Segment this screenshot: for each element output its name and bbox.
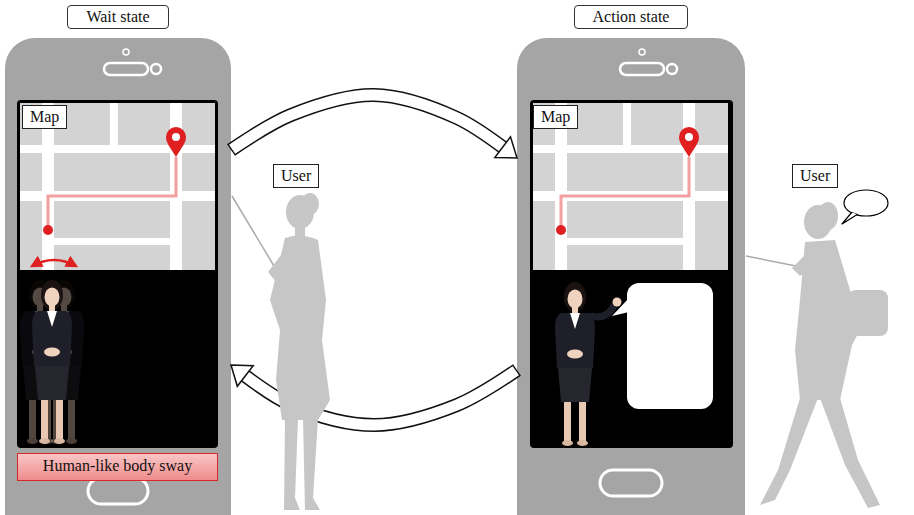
arrow-band-fill bbox=[231, 95, 517, 158]
status-banner: Human-like body sway bbox=[17, 453, 218, 481]
state-transition-arrow bbox=[231, 95, 517, 158]
arrow-band bbox=[231, 95, 517, 158]
phone-wait-state: Wait stateMapHuman-like body sway bbox=[5, 5, 231, 515]
label-text: Map bbox=[541, 108, 570, 125]
arrow-band-fill bbox=[231, 365, 517, 425]
label-text: User bbox=[800, 167, 830, 184]
arrow-head bbox=[231, 365, 253, 386]
arrow-band bbox=[231, 365, 517, 425]
user-label: User bbox=[792, 164, 838, 188]
map-label: Map bbox=[533, 105, 578, 129]
label-text: Human-like body sway bbox=[43, 457, 192, 474]
state-transition-arrow bbox=[231, 365, 517, 425]
map-label: Map bbox=[22, 105, 67, 129]
user-label: User bbox=[273, 164, 319, 188]
label-text: Map bbox=[30, 108, 59, 125]
phone-action-state: Action stateMap bbox=[517, 5, 745, 515]
arrow-head bbox=[495, 137, 517, 158]
state-label: Wait state bbox=[67, 5, 168, 29]
label-text: User bbox=[281, 167, 311, 184]
state-label: Action state bbox=[574, 5, 689, 29]
